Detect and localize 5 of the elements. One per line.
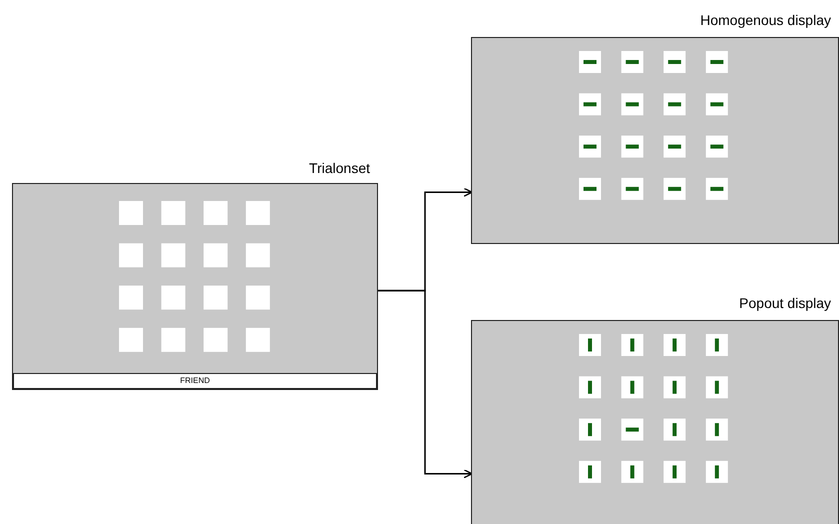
- panel-title: Homogenous display: [700, 12, 831, 28]
- label-bar: FRIEND: [13, 373, 377, 389]
- panel-title: Trialonset: [309, 160, 370, 176]
- arrow: [378, 290, 473, 478]
- panel-title: Popout display: [739, 295, 831, 311]
